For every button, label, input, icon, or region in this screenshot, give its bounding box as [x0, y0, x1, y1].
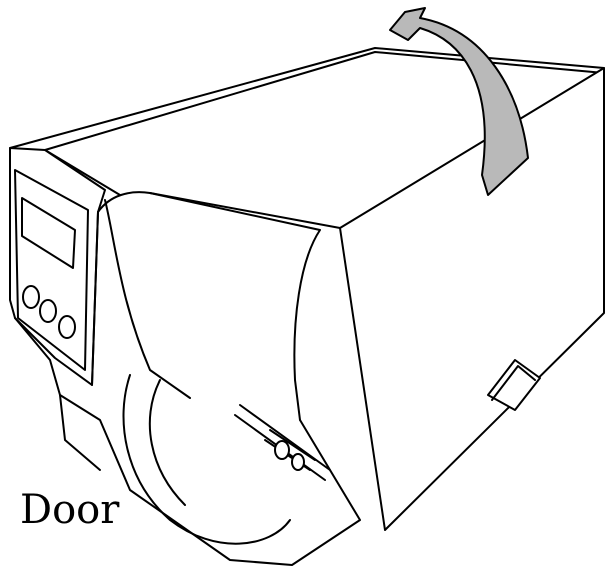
button-1 [22, 285, 40, 309]
button-2 [39, 299, 57, 323]
control-buttons [22, 285, 76, 339]
printer-base-lower [59, 394, 101, 471]
side-door [339, 67, 605, 531]
curved-open-arrow-icon [389, 7, 529, 196]
door-label: Door [20, 487, 120, 533]
inner-cover-curve [104, 199, 191, 399]
door-handle-inner [491, 365, 536, 401]
display-screen [21, 197, 76, 269]
media-roll [122, 374, 291, 545]
inner-cover [97, 191, 321, 421]
side-door-edge [149, 192, 341, 229]
roller-end-2 [291, 453, 305, 471]
button-3 [58, 315, 76, 339]
front-bezel-inner [14, 169, 89, 371]
media-roll-inner [148, 379, 186, 506]
roller-end-1 [274, 440, 290, 460]
inner-cover-top [91, 211, 99, 386]
printer-base [14, 317, 361, 566]
